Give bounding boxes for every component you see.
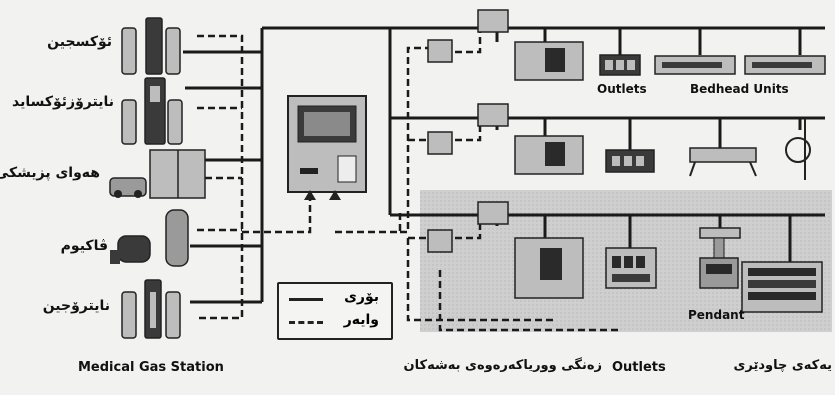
legend-wire-row: وایەر — [287, 312, 387, 332]
source-label-vacuum: ڤاکیوم — [60, 238, 108, 254]
source-label-oxygen: ئۆکسجین — [47, 34, 112, 50]
central-alarm-panel-icon — [287, 95, 367, 193]
legend-pipe-row: بۆری — [287, 289, 387, 309]
pipe-network — [183, 26, 825, 304]
bedhead-rail-icon — [689, 147, 757, 177]
wire-network — [197, 22, 620, 332]
outlets-row-2-icon — [605, 149, 655, 173]
legend-wire-line — [289, 321, 323, 324]
bedhead-unit-2-icon — [744, 55, 826, 75]
label-outlets-bottom: Outlets — [612, 360, 666, 375]
pendant-icon — [699, 227, 741, 289]
hose-reel-icon — [785, 118, 811, 180]
legend-pipe-line — [289, 298, 323, 301]
label-outlets-top: Outlets — [597, 82, 647, 96]
label-area-alarms: زەنگی ووریاکەرەوەی بەشەکان — [403, 358, 602, 373]
monitoring-unit-icon — [741, 261, 823, 313]
vacuum-pump-icon — [110, 209, 189, 267]
legend-pipe-label: بۆری — [344, 289, 379, 305]
nitrogen-cylinders-icon — [121, 279, 181, 339]
signal-arrows — [304, 190, 341, 200]
nitrous-oxide-cylinders-icon — [121, 77, 183, 145]
label-pendant: Pendant — [688, 308, 745, 322]
source-label-nitrous-oxide: نایترۆزئۆکساید — [12, 94, 114, 110]
label-medical-gas-station: Medical Gas Station — [78, 360, 224, 375]
label-monitoring-unit: یەکەی چاودێری — [733, 358, 832, 373]
legend-wire-label: وایەر — [343, 312, 379, 328]
outlets-row-1-icon — [599, 54, 641, 76]
outlets-row-3-icon — [605, 247, 657, 289]
source-label-medical-air: هەوای پزیشکی — [0, 165, 100, 181]
source-label-nitrogen: نایترۆجین — [42, 298, 110, 314]
area-alarm-row-2 — [427, 103, 584, 175]
area-alarm-row-3 — [427, 201, 584, 299]
label-bedhead-units: Bedhead Units — [690, 82, 789, 96]
medical-air-compressor-icon — [109, 149, 206, 199]
bedhead-unit-1-icon — [654, 55, 736, 75]
legend: بۆری وایەر — [277, 282, 393, 340]
oxygen-cylinders-icon — [121, 17, 181, 75]
area-alarm-row-1 — [427, 9, 584, 81]
